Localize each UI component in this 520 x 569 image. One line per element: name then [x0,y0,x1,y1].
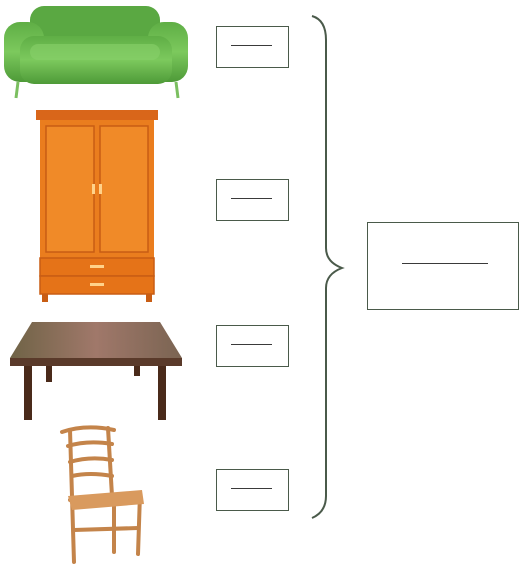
answer-line [231,488,272,489]
answer-box-wardrobe[interactable] [216,179,289,221]
answer-box-table[interactable] [216,325,289,367]
category-answer-line [402,263,488,264]
sofa-icon [0,0,195,100]
answer-line [231,344,272,345]
wardrobe-icon [32,108,162,304]
answer-line [231,198,272,199]
answer-box-sofa[interactable] [216,26,289,68]
answer-line [231,45,272,46]
curly-brace [300,10,350,522]
table-icon [8,320,188,424]
chair-icon [56,424,156,566]
answer-box-chair[interactable] [216,469,289,511]
category-answer-box[interactable] [367,222,519,310]
